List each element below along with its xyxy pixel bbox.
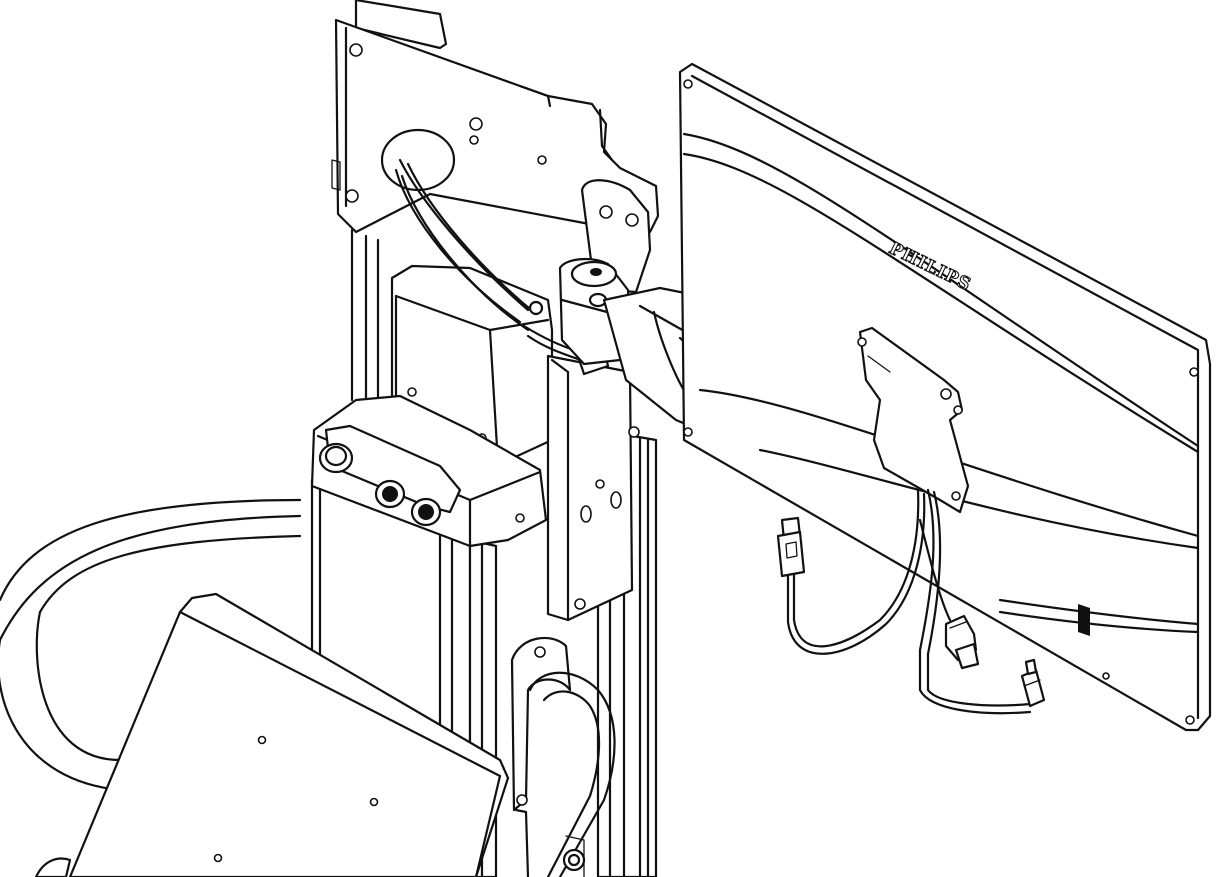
console-button-right <box>410 497 442 527</box>
hdmi-connector <box>944 614 980 670</box>
usb-connector <box>776 516 806 578</box>
dc-power-connector <box>1020 658 1046 708</box>
hanging-cables <box>776 488 1046 715</box>
monitor: PHILIPS <box>678 62 1212 732</box>
vesa-bracket <box>857 326 970 514</box>
keyboard-tray <box>34 592 510 877</box>
speaker-grille <box>1078 604 1090 636</box>
emergency-stop-knob <box>318 442 354 474</box>
console-button-left <box>374 479 406 509</box>
front-handle <box>510 636 616 877</box>
control-console <box>310 394 548 548</box>
cable-bundle <box>394 158 610 376</box>
